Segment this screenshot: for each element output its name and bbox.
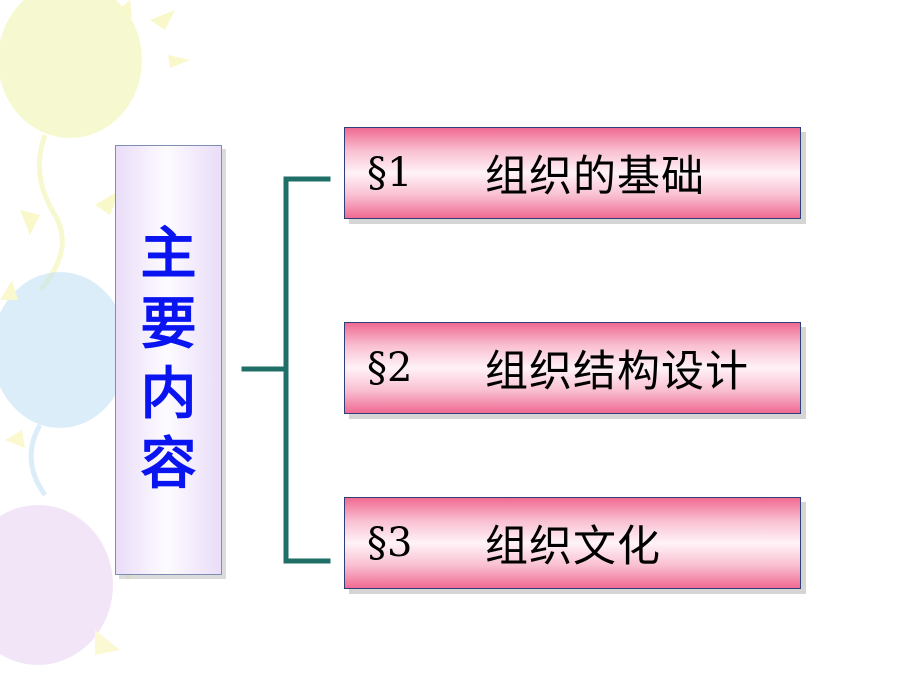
section-title: 组织结构设计 xyxy=(485,347,749,397)
title-char-2: 要 xyxy=(140,292,197,357)
title-char-4: 容 xyxy=(140,432,197,497)
title-char-1: 主 xyxy=(140,222,197,287)
yellow-balloon-icon xyxy=(0,0,190,292)
section-number: §3 xyxy=(367,520,413,566)
section-title: 组织文化 xyxy=(485,522,661,572)
section-title: 组织的基础 xyxy=(485,152,705,202)
section-box-3[interactable]: §3 组织文化 xyxy=(344,497,801,589)
section-number: §2 xyxy=(367,345,413,391)
title-char-3: 内 xyxy=(140,362,197,427)
section-box-2[interactable]: §2 组织结构设计 xyxy=(344,322,801,414)
section-box-1[interactable]: §1 组织的基础 xyxy=(344,127,801,219)
blue-balloon-icon xyxy=(0,272,128,497)
main-content-title-box: 主 要 内 容 xyxy=(115,145,222,575)
section-number: §1 xyxy=(367,150,413,196)
